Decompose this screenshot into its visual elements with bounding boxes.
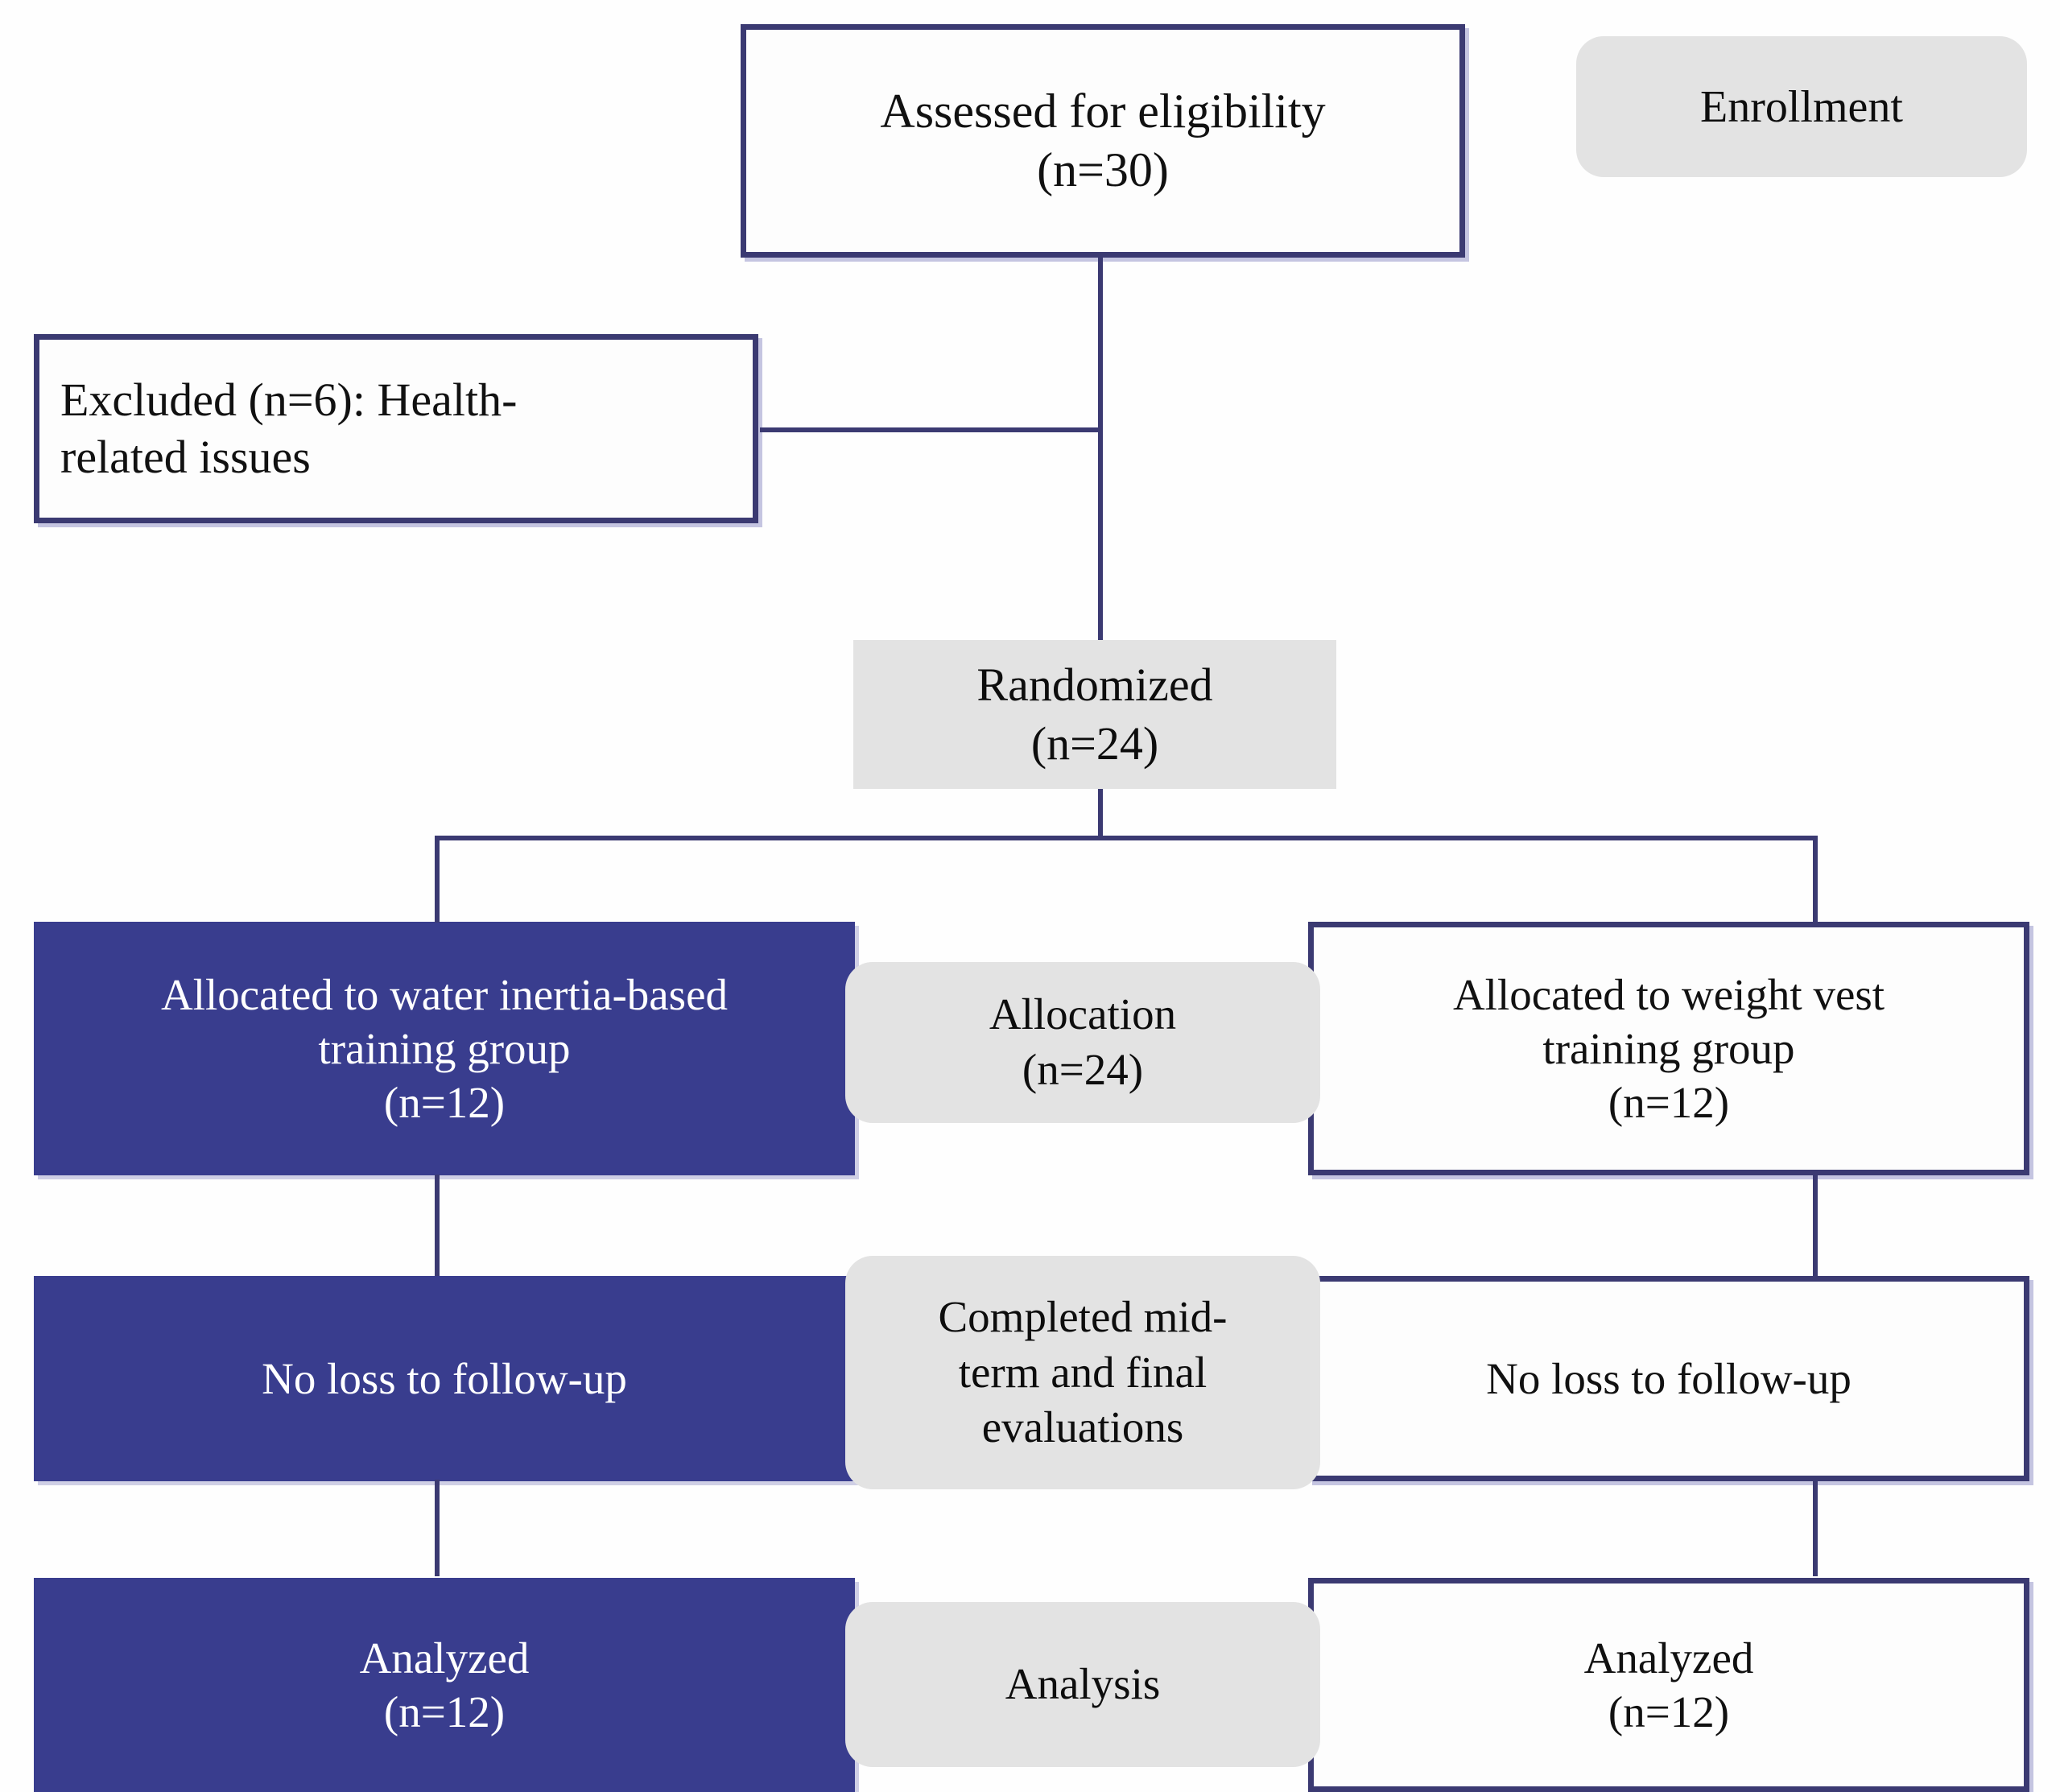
connector-right-allocation-to-followup: [1813, 1175, 1818, 1276]
stage-label-enrollment: Enrollment: [1576, 36, 2027, 177]
node-followup-left: No loss to follow-up: [34, 1276, 855, 1481]
stage-label-followup: Completed mid- term and final evaluation…: [845, 1256, 1320, 1489]
connector-randomized-to-split: [1098, 785, 1103, 837]
node-excluded: Excluded (n=6): Health- related issues: [34, 334, 758, 523]
stage-label-allocation: Allocation (n=24): [845, 962, 1320, 1123]
node-assessed-for-eligibility: Assessed for eligibility (n=30): [741, 24, 1465, 258]
node-followup-right: No loss to follow-up: [1308, 1276, 2029, 1481]
node-allocated-weight-vest-group: Allocated to weight vest training group …: [1308, 922, 2029, 1175]
stage-label-analysis: Analysis: [845, 1602, 1320, 1767]
connector-split-to-left-allocation: [435, 836, 440, 923]
node-allocated-water-inertia-group: Allocated to water inertia-based trainin…: [34, 922, 855, 1175]
connector-trunk-to-excluded: [760, 427, 1102, 432]
connector-left-allocation-to-followup: [435, 1175, 440, 1276]
connector-assessed-to-randomized: [1098, 254, 1103, 641]
node-analyzed-right: Analyzed (n=12): [1308, 1578, 2029, 1792]
connector-split-to-right-allocation: [1813, 836, 1818, 923]
connector-left-followup-to-analyzed: [435, 1480, 440, 1576]
node-randomized: Randomized (n=24): [853, 640, 1336, 789]
connector-right-followup-to-analyzed: [1813, 1480, 1818, 1576]
connector-split-bar: [435, 836, 1818, 840]
node-analyzed-left: Analyzed (n=12): [34, 1578, 855, 1792]
